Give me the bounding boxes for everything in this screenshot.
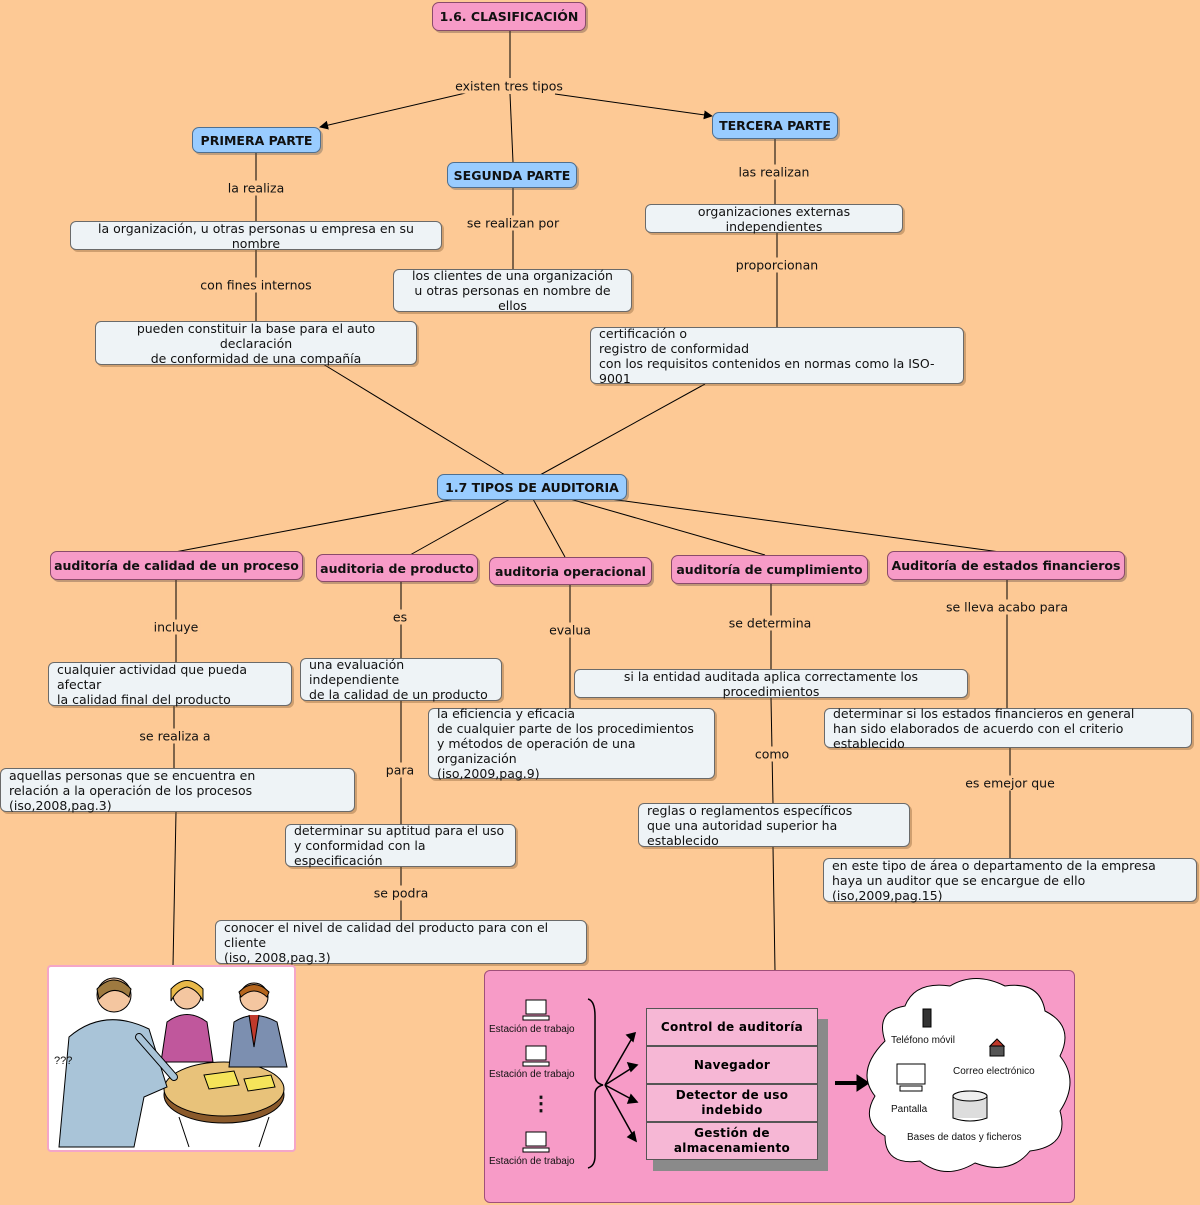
node-actividad[interactable]: cualquier actividad que pueda afectar la… xyxy=(48,662,292,707)
link-existen: existen tres tipos xyxy=(453,78,565,94)
node-evaluacion[interactable]: una evaluación independiente de la calid… xyxy=(300,657,502,702)
module-almacenamiento: Gestión de almacenamiento xyxy=(646,1122,818,1160)
node-certificacion[interactable]: certificación o registro de conformidad … xyxy=(590,326,964,386)
node-clientes[interactable]: los clientes de una organización u otras… xyxy=(393,268,632,313)
node-base-declaracion[interactable]: pueden constituir la base para el auto d… xyxy=(95,321,417,366)
node-personas[interactable]: aquellas personas que se encuentra en re… xyxy=(0,768,355,813)
link-es-mejor: es emejor que xyxy=(963,775,1057,791)
node-tercera-parte[interactable]: TERCERA PARTE xyxy=(712,112,838,139)
type-financieros[interactable]: Auditoría de estados financieros xyxy=(887,551,1125,580)
meeting-illustration xyxy=(58,977,288,1148)
workstation-label-3: Estación de trabajo xyxy=(489,1156,575,1167)
node-area[interactable]: en este tipo de área o departamento de l… xyxy=(823,858,1197,903)
link-es: es xyxy=(390,609,410,625)
node-aptitud[interactable]: determinar su aptitud para el uso y conf… xyxy=(285,823,516,868)
type-proceso[interactable]: auditoría de calidad de un proceso xyxy=(50,551,303,580)
cloud-label-correo: Correo electrónico xyxy=(953,1066,1035,1077)
node-tipos-auditoria[interactable]: 1.7 TIPOS DE AUDITORIA xyxy=(437,474,627,500)
link-se-lleva: se lleva acabo para xyxy=(944,599,1070,615)
link-evalua: evalua xyxy=(547,622,593,638)
link-se-determina: se determina xyxy=(726,615,814,631)
link-se-realiza-a: se realiza a xyxy=(137,728,213,744)
type-cumplimiento[interactable]: auditoría de cumplimiento xyxy=(671,555,868,584)
node-primera-parte[interactable]: PRIMERA PARTE xyxy=(192,127,321,153)
link-incluye: incluye xyxy=(151,619,201,635)
audit-system-image: Estación de trabajo Estación de trabajo … xyxy=(484,970,1075,1203)
link-las-realizan: las realizan xyxy=(736,164,812,180)
meeting-caption: ??? xyxy=(54,1055,73,1067)
link-se-realizan-por: se realizan por xyxy=(464,215,562,231)
node-segunda-parte[interactable]: SEGUNDA PARTE xyxy=(447,162,577,188)
workstation-label-2: Estación de trabajo xyxy=(489,1069,575,1080)
node-reglas[interactable]: reglas o reglamentos específicos que una… xyxy=(638,803,910,848)
cloud-label-pantalla: Pantalla xyxy=(891,1104,928,1115)
module-navegador: Navegador xyxy=(646,1046,818,1084)
link-proporcionan: proporcionan xyxy=(733,257,821,273)
module-control-auditoria: Control de auditoría xyxy=(646,1008,818,1046)
cloud-label-bases: Bases de datos y ficheros xyxy=(907,1132,1022,1143)
node-eficiencia[interactable]: la eficiencia y eficacia de cualquier pa… xyxy=(428,706,715,781)
node-conocer[interactable]: conocer el nivel de calidad del producto… xyxy=(215,920,587,965)
module-detector: Detector de uso indebido xyxy=(646,1084,818,1122)
workstation-label-1: Estación de trabajo xyxy=(489,1024,575,1035)
link-con-fines: con fines internos xyxy=(198,277,314,293)
type-producto[interactable]: auditoria de producto xyxy=(316,554,478,582)
link-la-realiza: la realiza xyxy=(225,180,287,196)
cloud-label-telefono: Teléfono móvil xyxy=(891,1035,955,1046)
title-node[interactable]: 1.6. CLASIFICACIÓN xyxy=(432,2,586,31)
link-se-podra: se podra xyxy=(371,885,431,901)
node-entidad[interactable]: si la entidad auditada aplica correctame… xyxy=(574,669,968,699)
node-determinar[interactable]: determinar si los estados financieros en… xyxy=(824,706,1192,751)
meeting-image: ??? xyxy=(47,965,296,1152)
type-operacional[interactable]: auditoria operacional xyxy=(489,557,652,585)
node-organizacion[interactable]: la organización, u otras personas u empr… xyxy=(70,221,442,251)
node-externas[interactable]: organizaciones externas independientes xyxy=(645,204,903,234)
link-para: para xyxy=(383,762,417,778)
workstation-dots: ⋮ xyxy=(531,1093,551,1115)
link-como: como xyxy=(752,746,792,762)
